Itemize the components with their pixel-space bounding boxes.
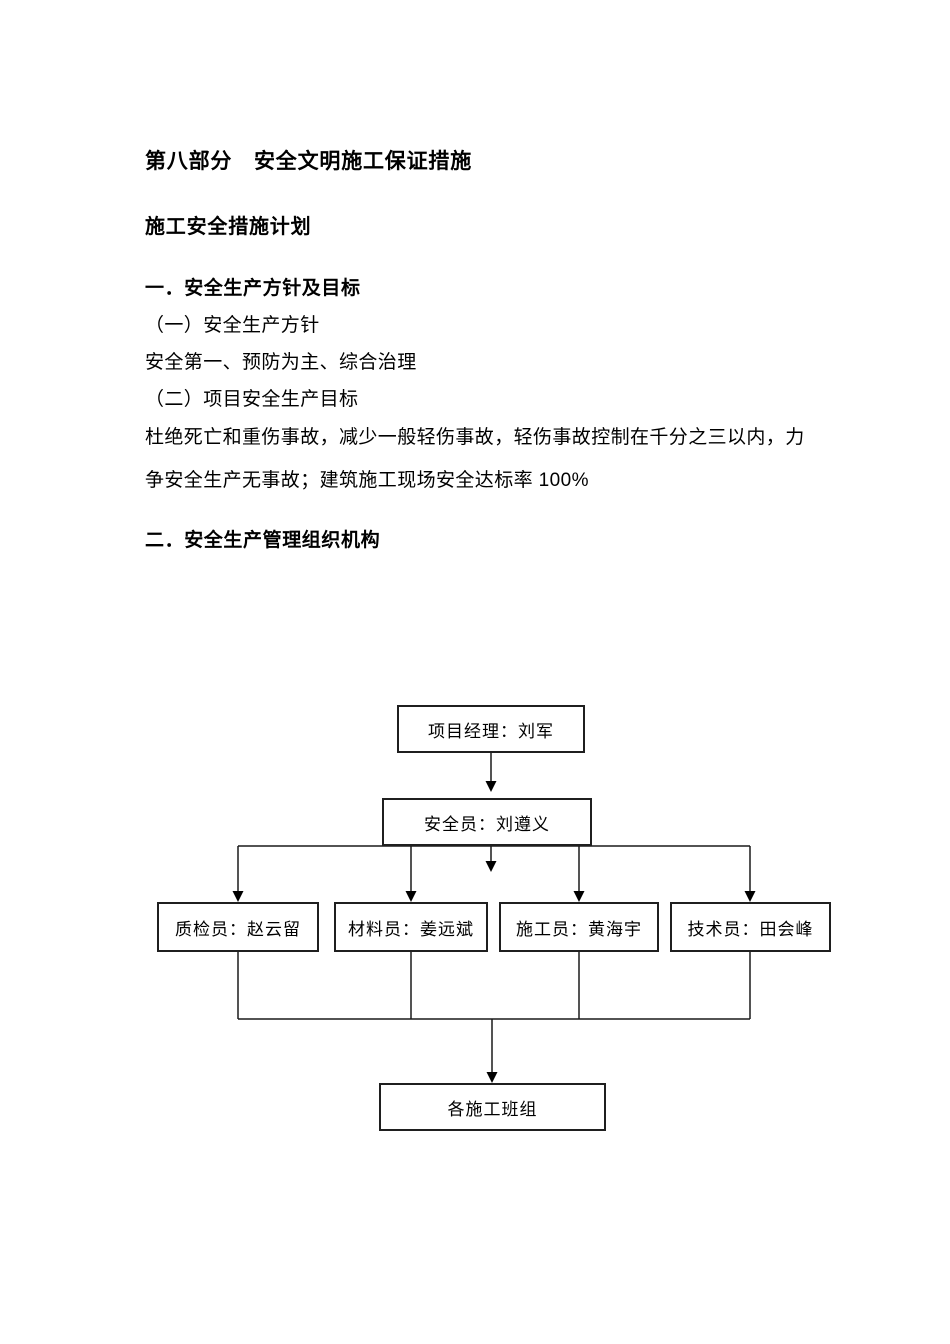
arrowhead [486,1072,498,1083]
objective-paragraph-line-1: 杜绝死亡和重伤事故，减少一般轻伤事故，轻伤事故控制在千分之三以内，力 [145,427,805,448]
arrowhead [485,861,497,872]
arrowhead [405,891,417,902]
org-chart-connectors [232,753,756,1083]
org-node-material-clerk: 材料员：姜远斌 [334,902,488,952]
objective-paragraph-line-2: 争安全生产无事故；建筑施工现场安全达标率 100% [145,470,589,491]
arrowhead [573,891,585,902]
arrowhead [485,781,497,792]
part-heading: 第八部分 安全文明施工保证措施 [145,150,472,173]
org-node-label: 质检员：赵云留 [175,919,301,939]
org-node-label: 技术员：田会峰 [687,919,814,939]
document-body: 第八部分 安全文明施工保证措施 施工安全措施计划 一．安全生产方针及目标 （一）… [0,0,950,552]
plan-heading: 施工安全措施计划 [145,216,312,238]
section-1-heading: 一．安全生产方针及目标 [145,278,361,299]
org-node-label: 材料员：姜远斌 [348,919,474,939]
subsection-2-heading: （二）项目安全生产目标 [145,389,359,410]
org-node-project-manager: 项目经理：刘军 [397,705,585,753]
org-node-quality-inspector: 质检员：赵云留 [157,902,319,952]
org-node-label: 项目经理：刘军 [428,721,554,741]
org-node-safety-officer: 安全员：刘遵义 [382,798,592,846]
org-node-label: 安全员：刘遵义 [424,814,550,834]
section-2-heading: 二．安全生产管理组织机构 [145,530,381,551]
org-node-technician: 技术员：田会峰 [670,902,831,952]
org-node-construction-clerk: 施工员：黄海宇 [499,902,659,952]
policy-text: 安全第一、预防为主、综合治理 [145,352,417,373]
arrowhead [232,891,244,902]
subsection-1-heading: （一）安全生产方针 [145,315,320,336]
org-node-label: 各施工班组 [447,1099,538,1119]
org-node-construction-teams: 各施工班组 [379,1083,606,1131]
arrowhead [744,891,756,902]
org-node-label: 施工员：黄海宇 [516,919,642,939]
org-chart: 项目经理：刘军 安全员：刘遵义 质检员：赵云留 材料员：姜远斌 施工员：黄海宇 … [0,690,950,1160]
